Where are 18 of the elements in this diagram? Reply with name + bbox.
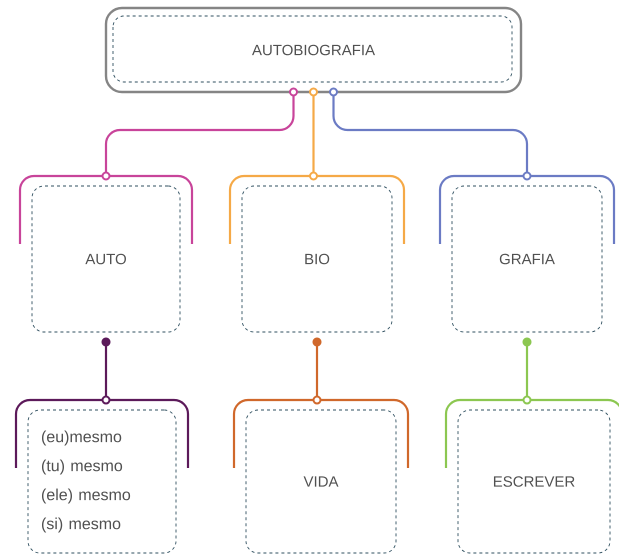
- dashed-box: BIO: [242, 186, 392, 332]
- connector: [309, 88, 318, 180]
- bracket: [232, 398, 410, 468]
- connector: [522, 338, 532, 404]
- connector: [102, 88, 298, 180]
- title-box: AUTOBIOGRAFIA: [104, 6, 522, 94]
- connector: [102, 338, 110, 404]
- dashed-box: GRAFIA: [452, 186, 602, 332]
- bracket: [18, 174, 194, 244]
- connector: [312, 338, 322, 404]
- dashed-box: AUTO: [32, 186, 180, 332]
- dashed-box: ESCREVER: [458, 410, 610, 554]
- bracket: [228, 174, 406, 244]
- bracket: [444, 398, 619, 468]
- dashed-box: (eu)mesmo (tu) mesmo (ele) mesmo (si) mesmo: [28, 410, 176, 554]
- connector: [329, 88, 532, 180]
- dashed-box: VIDA: [246, 410, 396, 554]
- bracket: [438, 174, 616, 244]
